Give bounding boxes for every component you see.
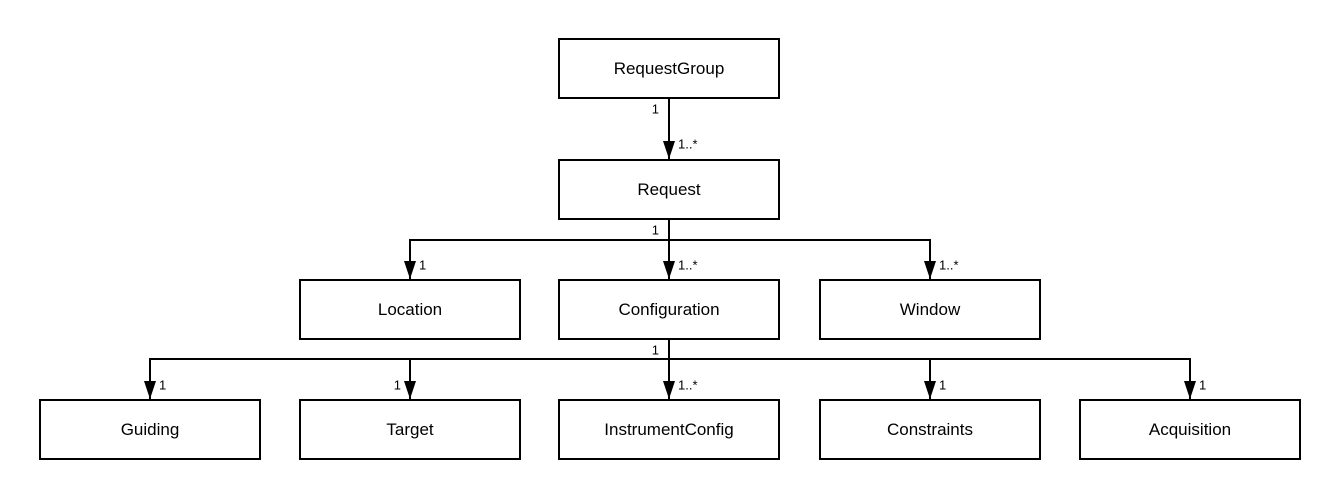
class-box-rect[interactable] (558, 399, 780, 460)
edge-configuration-target: 1 (394, 358, 669, 399)
edge-requestgroup-request: 1 1..* (652, 98, 698, 159)
edge-configuration-guiding: 11 (144, 339, 670, 399)
class-box-request[interactable]: Request (558, 159, 780, 220)
edge-configuration-acquisition: 1 (930, 358, 1206, 399)
arrowhead-icon (1184, 381, 1196, 399)
edge-line (669, 358, 931, 399)
multiplicity-label-target: 1 (394, 377, 401, 392)
edge-request-location: 11 (404, 219, 670, 279)
class-box-rect[interactable] (1079, 399, 1301, 460)
arrowhead-icon (404, 261, 416, 279)
class-box-label: Guiding (121, 420, 180, 439)
multiplicity-label-target: 1 (419, 257, 426, 272)
arrowhead-icon (924, 261, 936, 279)
class-box-target[interactable]: Target (299, 399, 521, 460)
class-box-rect[interactable] (558, 159, 780, 220)
class-box-window[interactable]: Window (819, 279, 1041, 340)
edge-configuration-constraints: 1 (669, 358, 946, 399)
edge-request-configuration: 1..* (663, 240, 698, 279)
class-box-rect[interactable] (299, 279, 521, 340)
multiplicity-label-target: 1 (939, 377, 946, 392)
class-box-guiding[interactable]: Guiding (39, 399, 261, 460)
edge-line (409, 358, 669, 399)
multiplicity-label-target: 1..* (939, 257, 959, 272)
multiplicity-label-target: 1..* (678, 136, 698, 151)
class-box-label: Location (378, 300, 442, 319)
arrowhead-icon (663, 261, 675, 279)
class-box-label: RequestGroup (614, 59, 725, 78)
multiplicity-label-source: 1 (652, 222, 659, 237)
multiplicity-label-target: 1 (159, 377, 166, 392)
class-box-label: Configuration (618, 300, 719, 319)
class-box-label: Acquisition (1149, 420, 1231, 439)
multiplicity-label-target: 1..* (678, 257, 698, 272)
edge-request-window: 1..* (669, 239, 959, 279)
class-box-acquisition[interactable]: Acquisition (1079, 399, 1301, 460)
class-box-rect[interactable] (558, 279, 780, 340)
multiplicity-label-target: 1 (1199, 377, 1206, 392)
class-box-label: Target (386, 420, 434, 439)
class-box-rect[interactable] (558, 38, 780, 99)
class-box-location[interactable]: Location (299, 279, 521, 340)
class-box-label: Request (637, 180, 701, 199)
class-box-label: Window (900, 300, 961, 319)
edge-line (930, 358, 1191, 399)
class-box-rect[interactable] (299, 399, 521, 460)
arrowhead-icon (924, 381, 936, 399)
arrowhead-icon (144, 381, 156, 399)
class-box-instrument_config[interactable]: InstrumentConfig (558, 399, 780, 460)
arrowhead-icon (404, 381, 416, 399)
multiplicity-label-target: 1..* (678, 377, 698, 392)
class-box-constraints[interactable]: Constraints (819, 399, 1041, 460)
class-box-label: Constraints (887, 420, 973, 439)
edge-line (409, 219, 670, 279)
arrowhead-icon (663, 381, 675, 399)
multiplicity-label-source: 1 (652, 101, 659, 116)
multiplicity-label-source: 1 (652, 342, 659, 357)
class-box-rect[interactable] (819, 399, 1041, 460)
class-box-rect[interactable] (39, 399, 261, 460)
class-box-label: InstrumentConfig (604, 420, 733, 439)
class-box-request_group[interactable]: RequestGroup (558, 38, 780, 99)
class-box-configuration[interactable]: Configuration (558, 279, 780, 340)
class-box-rect[interactable] (819, 279, 1041, 340)
edge-line (669, 239, 931, 279)
arrowhead-icon (663, 141, 675, 159)
edge-configuration-instrumentconfig: 1..* (663, 359, 698, 399)
